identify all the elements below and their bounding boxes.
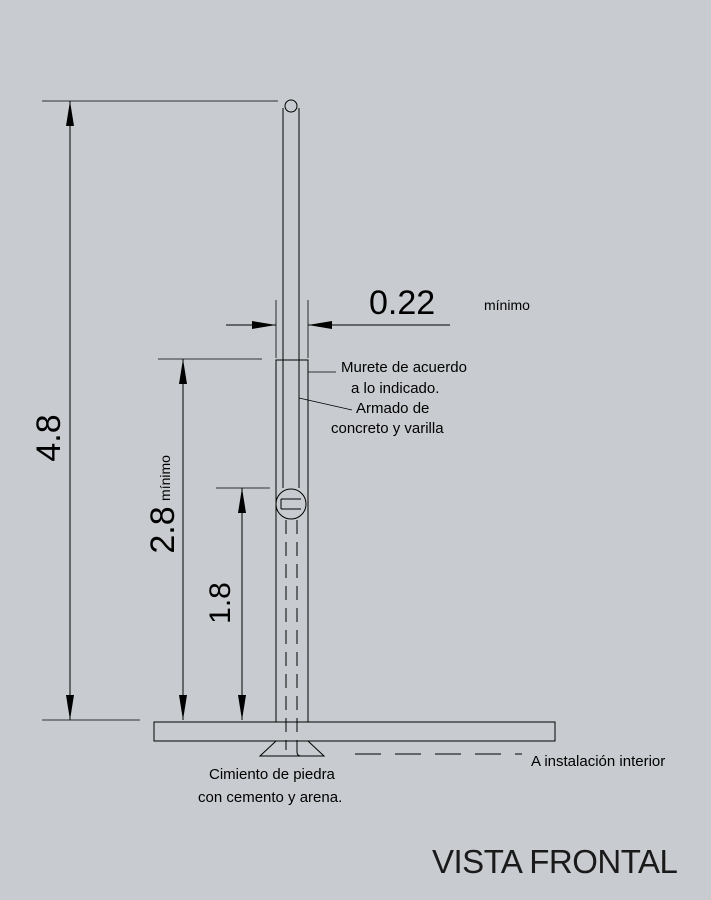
mast-pipe bbox=[282, 99, 300, 360]
reinforcement-note-line2: concreto y varilla bbox=[331, 420, 444, 437]
dimension-inlet-height bbox=[216, 487, 270, 720]
wall-note-line2: a lo indicado. bbox=[351, 380, 439, 397]
dimension-wall-thickness-label: 0.22 bbox=[369, 284, 435, 322]
foundation-note-line2: con cemento y arena. bbox=[198, 789, 342, 806]
dimension-total-height bbox=[42, 100, 278, 721]
view-title: VISTA FRONTAL bbox=[432, 843, 677, 880]
dimension-total-height-label: 4.8 bbox=[30, 414, 68, 461]
reinforcement-note-line1: Armado de bbox=[356, 400, 429, 417]
dimension-wall-thickness-note: mínimo bbox=[484, 297, 530, 313]
dimension-wall-height-label: 2.8 bbox=[144, 506, 182, 553]
reinforcement-note-leader bbox=[298, 397, 353, 411]
dimension-inlet-height-label: 1.8 bbox=[204, 582, 237, 624]
wall-note-line1: Murete de acuerdo bbox=[341, 359, 467, 376]
dimension-wall-height bbox=[158, 358, 262, 720]
wall bbox=[275, 359, 309, 750]
dimension-wall-height-note: mínimo bbox=[157, 455, 173, 501]
foundation-note-line1: Cimiento de piedra bbox=[209, 766, 336, 783]
inlet-circle bbox=[275, 488, 307, 520]
interior-installation-note: A instalación interior bbox=[531, 753, 665, 770]
dimension-wall-thickness bbox=[226, 300, 450, 358]
base-slab bbox=[153, 721, 556, 742]
foundation bbox=[258, 740, 326, 757]
